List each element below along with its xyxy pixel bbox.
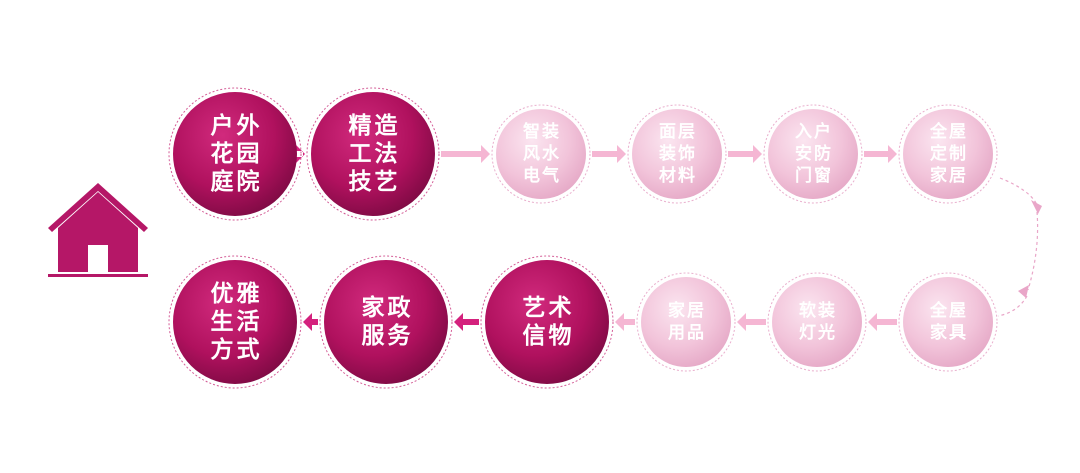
step-label-line: 面层 <box>659 122 697 142</box>
step-label-line: 家政 <box>362 294 414 321</box>
step-label-line: 灯光 <box>799 322 837 343</box>
step-label-line: 工法 <box>349 141 401 167</box>
step-label-line: 电气 <box>523 165 561 186</box>
step-ring <box>480 255 614 389</box>
step-ring <box>306 87 440 221</box>
step-label-line: 定制 <box>930 143 968 164</box>
step-label-line: 庭院 <box>211 168 263 195</box>
flow-arrow-10 <box>303 313 318 331</box>
step-circle <box>641 277 731 367</box>
step-ring <box>898 272 998 372</box>
step-label-line: 家居 <box>668 300 706 321</box>
flow-arrow-2 <box>441 145 490 163</box>
step-ring <box>627 104 727 204</box>
step-circle <box>485 260 609 384</box>
connector-curve-bottom <box>997 295 1028 317</box>
step-circle <box>173 92 297 216</box>
step-circle <box>324 260 448 384</box>
step-label-line: 户外 <box>211 112 263 139</box>
flow-arrow-8 <box>615 313 635 331</box>
step-label-line: 技艺 <box>349 169 401 195</box>
step-ring <box>898 104 998 204</box>
step-ring <box>763 104 863 204</box>
step-label-line: 全屋 <box>929 121 968 142</box>
step-label-line: 家居 <box>930 165 968 186</box>
step-label-line: 装饰 <box>658 143 697 164</box>
step-label-line: 门窗 <box>795 165 833 186</box>
step-ring <box>168 87 302 221</box>
step-circle <box>903 109 993 199</box>
connector-curve-top-arrow <box>1031 200 1042 214</box>
step-label-line: 用品 <box>668 323 706 343</box>
step-ring <box>636 272 736 372</box>
step-label-line: 优雅 <box>211 281 263 307</box>
connector-curve-middle-arrow <box>1018 285 1029 298</box>
connector-curve-middle <box>1027 211 1039 291</box>
step-circle <box>496 109 586 199</box>
step-circle <box>772 277 862 367</box>
step-label-line: 方式 <box>211 336 263 363</box>
nodes-layer: 户外花园庭院精造工法技艺智装风水电气面层装饰材料入户安防门窗全屋定制家居全屋家具… <box>168 87 998 389</box>
step-label-line: 入户 <box>795 121 833 142</box>
step-label-line: 服务 <box>362 323 414 349</box>
connector-curve-top <box>999 177 1038 206</box>
flow-arrow-5 <box>864 145 897 163</box>
step-label-line: 家具 <box>930 322 968 343</box>
step-ring <box>168 255 302 389</box>
step-label-line: 艺术 <box>523 295 575 321</box>
step-ring <box>491 104 591 204</box>
step-circle <box>903 277 993 367</box>
step-label-line: 生活 <box>211 309 263 335</box>
arrows-layer <box>296 145 897 331</box>
step-circle <box>311 92 435 216</box>
step-label-line: 材料 <box>659 165 697 186</box>
step-ring <box>319 255 453 389</box>
step-label-line: 智装 <box>523 121 561 142</box>
flow-arrow-1 <box>296 145 305 163</box>
flow-arrow-3 <box>592 145 626 163</box>
house-icon <box>48 183 148 277</box>
flow-arrow-6 <box>868 313 897 331</box>
step-circle <box>768 109 858 199</box>
step-label-line: 风水 <box>523 143 561 164</box>
step-label-line: 软装 <box>799 300 837 321</box>
flow-arrow-9 <box>454 313 479 331</box>
step-label-line: 精造 <box>349 113 401 139</box>
step-label-line: 安防 <box>795 143 833 164</box>
step-ring <box>767 272 867 372</box>
step-label-line: 信物 <box>523 322 575 349</box>
step-label-line: 花园 <box>211 141 263 167</box>
flow-arrow-7 <box>737 313 766 331</box>
step-label-line: 全屋 <box>929 300 968 321</box>
step-circle <box>632 109 722 199</box>
flow-arrow-4 <box>728 145 762 163</box>
step-circle <box>173 260 297 384</box>
